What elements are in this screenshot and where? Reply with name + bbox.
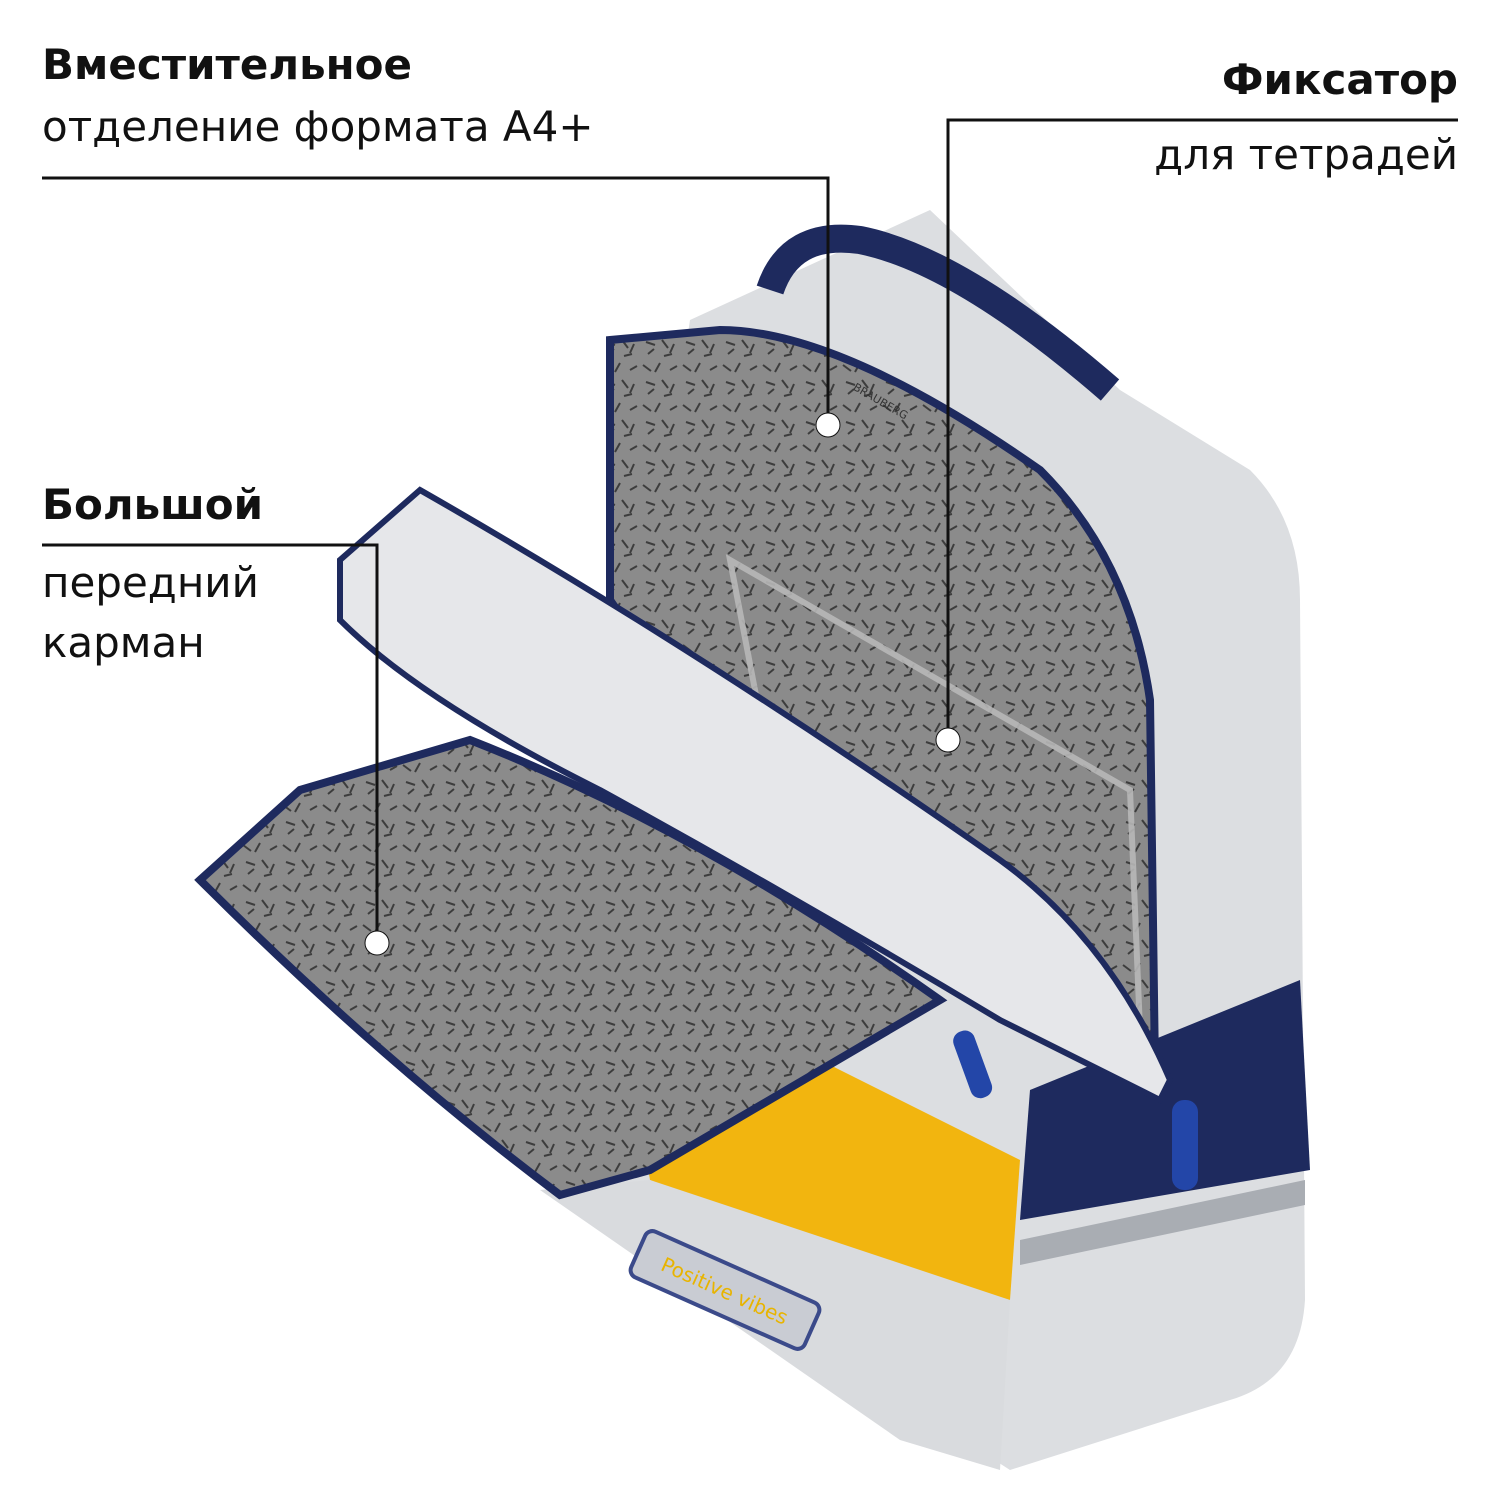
zipper-puller	[1172, 1100, 1198, 1190]
front-pocket	[194, 735, 948, 1200]
callout-title-compartment: Вместительное	[42, 40, 413, 89]
callout-text-compartment: отделение формата А4+	[42, 102, 594, 151]
callout-dots	[364, 412, 961, 956]
reflective-strip	[1020, 1180, 1305, 1265]
side-mesh-pocket	[1020, 980, 1310, 1220]
callout-lines	[42, 118, 1458, 943]
callout-text-holder: для тетрадей	[1154, 130, 1458, 179]
zipper-puller	[953, 1030, 993, 1099]
front-flap	[337, 486, 1174, 1105]
callout-text-pocket-2: карман	[42, 618, 205, 667]
callout-title-pocket: Большой	[42, 480, 264, 529]
handle	[756, 224, 1120, 401]
callout-title-holder: Фиксатор	[1221, 55, 1458, 104]
callout-text-pocket-1: передний	[42, 558, 259, 607]
